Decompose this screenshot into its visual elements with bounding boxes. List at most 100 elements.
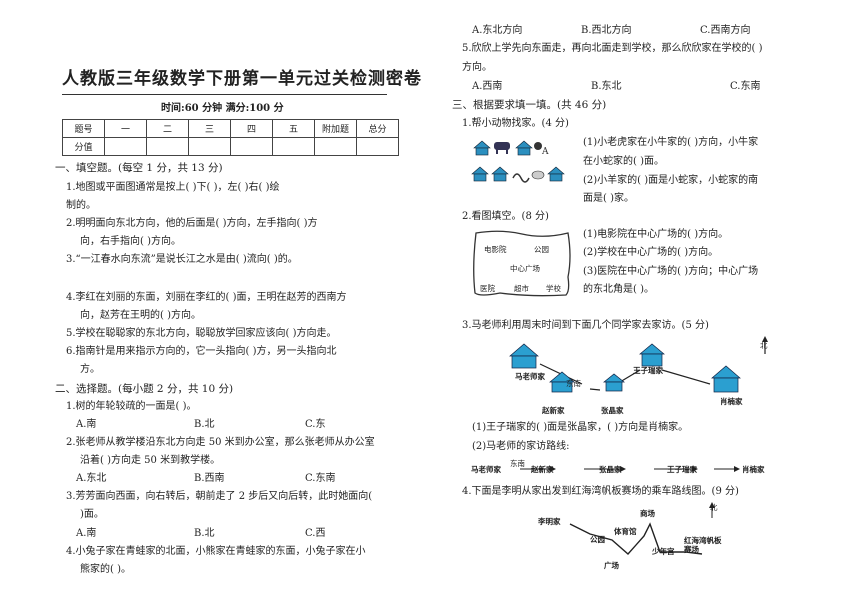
question-text: 2.明明面向东北方向，他的后面是( )方向，左手指向( )方 [66,218,318,229]
map-border [473,230,571,297]
question-text: 的东北角是( )。 [583,284,654,295]
question-text: 方。 [80,364,100,375]
section-heading: 三、根据要求填一填。(共 46 分) [452,99,607,111]
question-text: )面。 [80,509,104,520]
title-divider [62,94,387,95]
option[interactable]: B.西南 [194,473,225,484]
question-text: 1.树的年轮较疏的一面是( )。 [66,401,197,412]
north-arrow-icon [762,336,768,342]
page-title: 人教版三年级数学下册第一单元过关检测密卷 [62,69,422,89]
question-text: 熊家的( )。 [80,564,131,575]
tiger-icon: A [534,142,549,157]
route-stop: 肖楠家 [742,465,765,474]
option[interactable]: A.东北方向 [472,25,523,36]
bus-stop-label: 少年宫 [652,547,675,556]
question-text: (3)医院在中心广场的( )方向；中心广场 [583,266,759,277]
map-label-school: 学校 [546,284,561,293]
score-header-cell: 二 [146,119,189,138]
route-stop: 王子瑞家 [667,465,697,474]
house-icon [471,140,565,182]
score-header-cell: 附加题 [314,119,357,138]
score-table: 题号 一 二 三 四 五 附加题 总分 分值 [62,119,399,156]
question-text: 5.学校在聪聪家的东北方向，聪聪放学回家应该向( )方向走。 [66,328,337,339]
option[interactable]: A.西南 [472,81,503,92]
bus-route-map [569,502,715,555]
house-label: 肖楠家 [720,397,743,406]
question-text: 4.小兔子家在青蛙家的北面，小熊家在青蛙家的东面，小兔子家在小 [66,546,366,557]
question-text: (2)小羊家的( )面是小蛇家，小蛇家的南 [583,175,759,186]
score-value-cell[interactable] [356,137,399,156]
north-arrow-icon [709,502,715,508]
map-label-center-square: 中心广场 [510,264,540,273]
question-text: 3.马老师利用周末时间到下面几个同学家去家访。(5 分) [462,320,709,331]
bus-stop-label: 体育馆 [614,527,637,536]
option[interactable]: B.西北方向 [581,25,632,36]
option[interactable]: C.东 [305,419,326,430]
question-text: (1)电影院在中心广场的( )方向。 [583,229,729,240]
sheep-icon [531,170,545,180]
route-arrows [520,466,740,472]
score-header-cell: 一 [104,119,147,138]
option[interactable]: A.东北 [76,473,107,484]
house-label: 赵新家 [542,406,565,415]
home-visit-diagram [509,336,768,393]
score-header-cell: 题号 [62,119,105,138]
score-header-cell: 三 [188,119,231,138]
svg-text:A: A [541,147,549,157]
question-text: 3.芳芳面向西面，向右转后，朝前走了 2 步后又向后转，此时她面向( [66,491,373,502]
question-text: 沿着( )方向走 50 米到教学楼。 [80,455,221,466]
score-value-cell[interactable] [230,137,273,156]
time-line: 时间:60 分钟 满分:100 分 [161,103,284,114]
question-text: 2.张老师从教学楼沿东北方向走 50 米到办公室，那么张老师从办公室 [66,437,375,448]
snake-icon [512,173,530,183]
question-text: 制的。 [66,200,96,211]
option[interactable]: B.北 [194,419,215,430]
score-label-cell: 分值 [62,137,105,156]
score-value-cell[interactable] [314,137,357,156]
score-header-cell: 五 [272,119,315,138]
question-text: 4.李红在刘丽的东面，刘丽在李红的( )面，王明在赵芳的西南方 [66,292,347,303]
question-text: 4.下面是李明从家出发到红海湾帆板赛场的乘车路线图。(9 分) [462,486,739,497]
option[interactable]: C.西南方向 [700,25,751,36]
map-label-supermarket: 超市 [514,284,529,293]
question-text: (1)王子瑞家的( )面是张晶家，( )方向是肖楠家。 [472,422,689,433]
score-value-cell[interactable] [272,137,315,156]
ox-icon [494,142,510,154]
question-text: 3.“一江春水向东流”是说长江之水是由( )流向( )的。 [66,254,298,265]
question-text: 1.帮小动物找家。(4 分) [462,118,569,129]
map-label-hospital: 医院 [480,284,495,293]
option[interactable]: B.东北 [591,81,622,92]
bus-stop-label: 红海湾帆板赛场 [684,536,722,554]
bus-stop-label: 李明家 [538,517,561,526]
question-text: 6.指南针是用来指示方向的，它一头指向( )方，另一头指向北 [66,346,337,357]
option[interactable]: A.南 [76,528,97,539]
animal-homes-picture: A [471,140,565,183]
house-icon [509,343,741,393]
section-heading: 二、选择题。(每小题 2 分，共 10 分) [55,383,234,395]
section-heading: 一、填空题。(每空 1 分，共 13 分) [55,162,223,174]
question-text: (2)马老师的家访路线: [472,441,570,452]
bus-stop-label: 商场 [640,509,655,518]
option[interactable]: C.西 [305,528,326,539]
score-value-cell[interactable] [104,137,147,156]
option[interactable]: B.北 [194,528,215,539]
route-direction: 东南 [510,459,525,468]
question-text: 5.欣欣上学先向东面走，再向北面走到学校，那么欣欣家在学校的( ) [462,43,763,54]
map-label-cinema: 电影院 [484,245,507,254]
route-stop: 赵新家 [531,465,554,474]
question-text: (2)学校在中心广场的( )方向。 [583,247,719,258]
bus-route-line [569,522,703,555]
option[interactable]: C.东南 [305,473,336,484]
house-label: 张晶家 [601,406,624,415]
question-text: 方向。 [462,62,492,73]
route-stop: 张晶家 [599,465,622,474]
north-label: 北 [710,503,718,512]
option[interactable]: A.南 [76,419,97,430]
score-value-cell[interactable] [188,137,231,156]
bus-stop-label: 公园 [590,535,605,544]
question-text: 2.看图填空。(8 分) [462,211,549,222]
score-header-cell: 四 [230,119,273,138]
question-text: 1.地图或平面图通常是按上( )下( )，左( )右( )绘 [66,182,280,193]
option[interactable]: C.东南 [730,81,761,92]
score-value-cell[interactable] [146,137,189,156]
